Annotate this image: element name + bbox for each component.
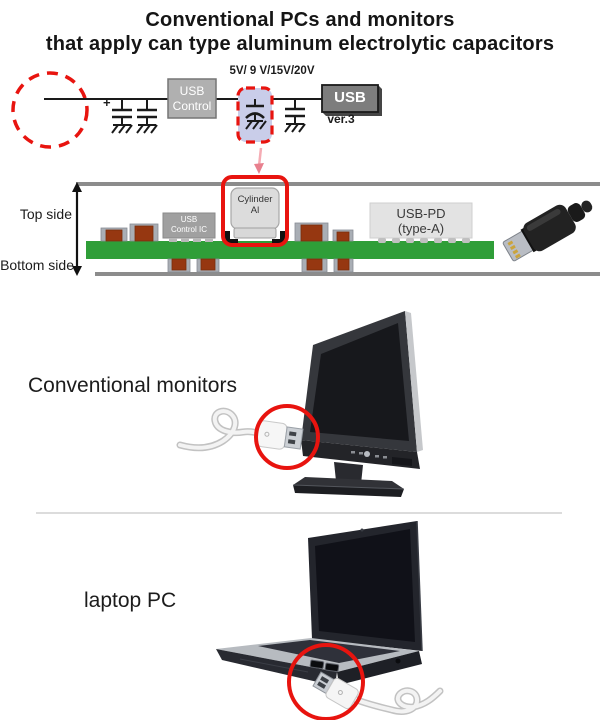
- voltage-label: 5V/ 9 V/15V/20V: [229, 65, 315, 77]
- usb-cable-icon: [176, 407, 262, 452]
- usb-control-ic-box: [162, 212, 216, 242]
- chip-component: [332, 229, 354, 242]
- usb-pd-box: [369, 202, 473, 243]
- top-side-label: Top side: [19, 206, 72, 222]
- board-diagram: [72, 175, 600, 276]
- height-arrow-icon: [72, 182, 82, 276]
- solder-clip-icon: [225, 231, 285, 243]
- monitor-image: [292, 311, 423, 497]
- chip-component: [129, 223, 159, 242]
- chip-component: [301, 258, 328, 273]
- cylinder-al-highlight: [221, 175, 289, 247]
- usb-port-icon: [324, 662, 340, 673]
- pointer-arrow-icon: [254, 147, 264, 174]
- circuit-diagram: [11, 71, 382, 174]
- usb-control-ic-label: USB Control IC: [170, 215, 207, 234]
- usb-port-icon: [309, 659, 325, 670]
- section-divider: [36, 512, 562, 514]
- capacitor-icon: [284, 99, 306, 133]
- monitor-section-label: Conventional monitors: [28, 374, 237, 397]
- usb-pd-label: USB-PD (type-A): [396, 206, 446, 236]
- highlight-circle-laptop: [287, 643, 365, 720]
- usb-box-label: USB: [334, 89, 366, 106]
- capacitor-icon: [111, 99, 133, 134]
- page-title-line2: that apply can type aluminum electrolyti…: [45, 33, 555, 55]
- ground-icon: [111, 124, 133, 134]
- cylinder-al-component: [225, 187, 285, 243]
- chip-component: [333, 258, 354, 273]
- board-bottom-line: [95, 272, 600, 276]
- chip-component: [100, 227, 128, 242]
- usb-control-label: USB Control: [172, 84, 212, 113]
- usb-plug-photo-icon: [502, 200, 593, 262]
- usb-connector-icon: [312, 671, 359, 710]
- laptop-image: [216, 520, 423, 686]
- capacitor-icon: [136, 99, 158, 134]
- pcb-board: [86, 241, 494, 259]
- laptop-photo: [216, 520, 444, 720]
- ground-icon: [136, 124, 158, 134]
- laptop-section-label: laptop PC: [84, 589, 177, 612]
- usb-version-box: [321, 84, 382, 116]
- highlighted-capacitor: [236, 86, 274, 144]
- monitor-photo: [176, 311, 423, 497]
- ground-icon: [284, 123, 306, 133]
- usb-version-label: ver.3: [327, 112, 355, 126]
- page-title: Conventional PCs and monitors that apply…: [0, 8, 600, 56]
- usb-connector-icon: [256, 420, 304, 450]
- dashed-circle-icon: [11, 71, 89, 149]
- chip-component: [196, 258, 220, 273]
- bottom-side-label: Bottom side: [0, 257, 74, 273]
- chip-component: [167, 258, 191, 273]
- page-title-line1: Conventional PCs and monitors: [145, 9, 455, 31]
- chip-component: [294, 222, 329, 242]
- board-top-line: [76, 182, 600, 186]
- usb-control-box: [167, 78, 217, 119]
- plus-sign-label: +: [103, 95, 111, 110]
- usb-cable-icon: [348, 687, 444, 715]
- ground-icon: [245, 120, 267, 130]
- highlight-circle-monitor: [254, 404, 320, 470]
- cylinder-al-label: Cylinder Al: [237, 194, 273, 216]
